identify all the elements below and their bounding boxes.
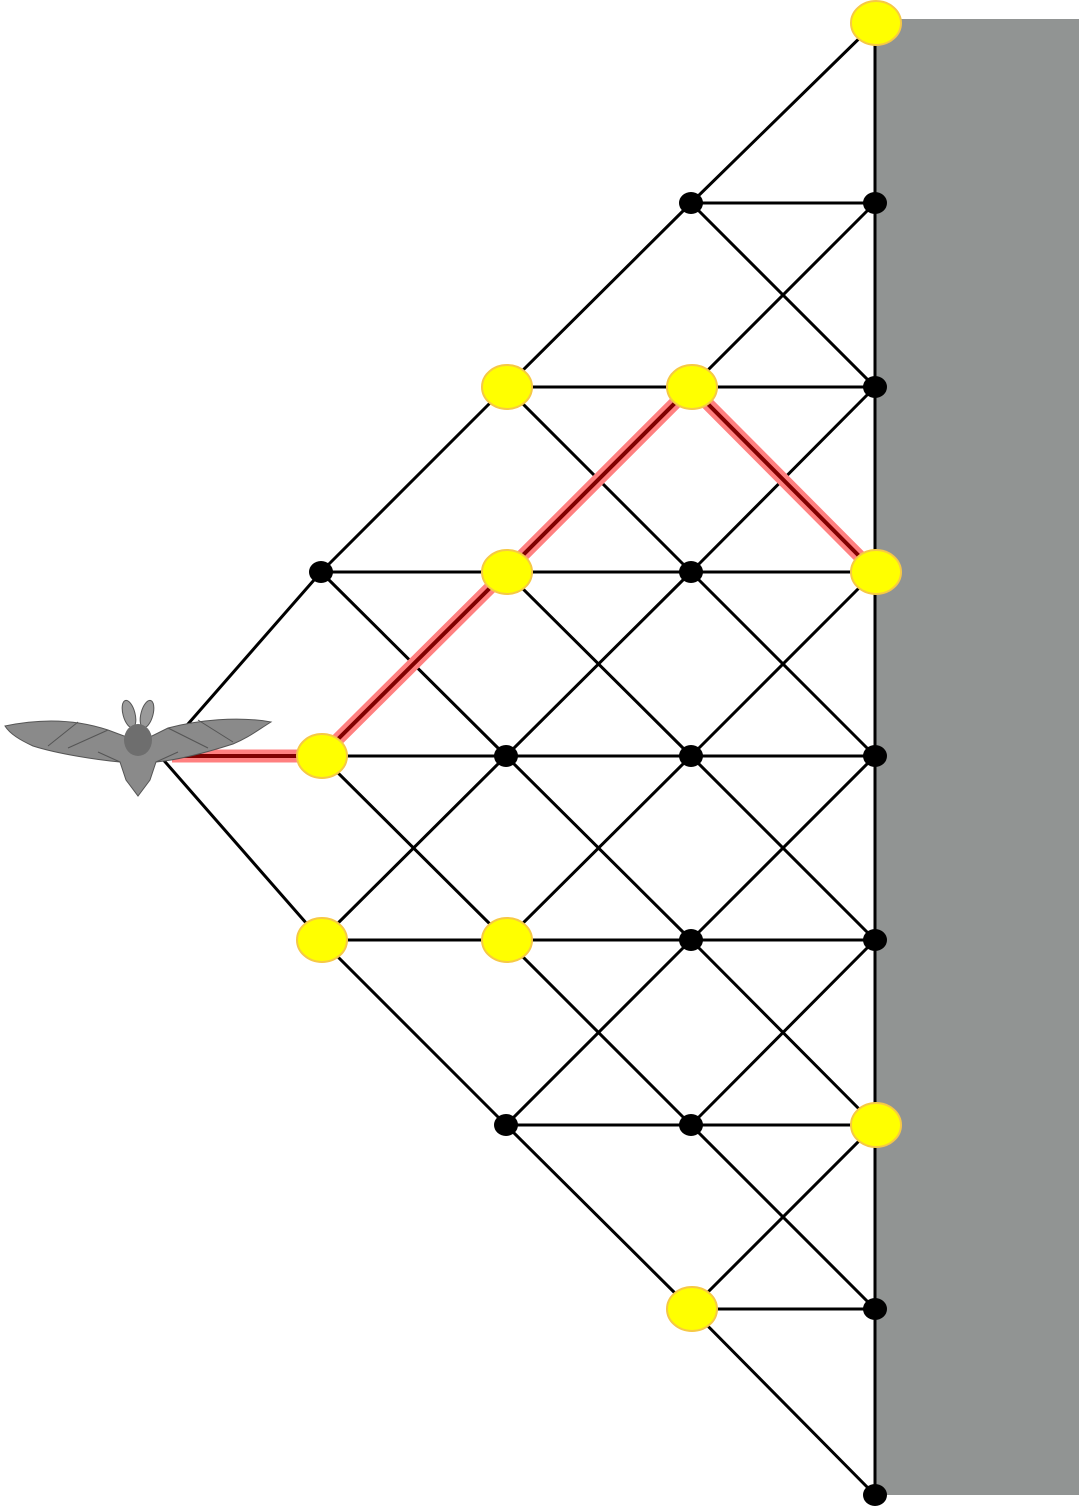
diagonal-edge <box>689 1123 877 1311</box>
diagonal-edge <box>689 570 877 758</box>
diagonal-edge <box>689 201 877 389</box>
lattice-node <box>863 1298 887 1320</box>
wall <box>875 19 1079 1495</box>
diagonal-edge <box>689 21 877 205</box>
lattice-node <box>679 561 703 583</box>
diagonal-edge <box>504 201 693 389</box>
lattice-node <box>679 192 703 214</box>
diagonal-edge <box>504 570 693 758</box>
highlighted-node <box>666 1286 718 1332</box>
highlighted-node <box>296 733 348 779</box>
lattice-edges <box>158 21 877 1497</box>
highlighted-node <box>850 0 902 46</box>
bat-icon <box>4 699 273 797</box>
lattice-node <box>863 1484 887 1506</box>
highlighted-node <box>481 917 533 963</box>
highlighted-node <box>850 1102 902 1148</box>
lattice-node <box>863 192 887 214</box>
diagonal-edge <box>689 938 877 1127</box>
diagonal-edge <box>504 754 693 942</box>
lattice-node <box>679 929 703 951</box>
highlighted-node <box>296 917 348 963</box>
highlighted-node <box>850 549 902 595</box>
lattice-node <box>679 745 703 767</box>
diagonal-edge <box>319 938 508 1127</box>
highlighted-node <box>481 364 533 410</box>
lattice-node <box>863 745 887 767</box>
lattice-node <box>309 561 333 583</box>
diagonal-edge <box>158 755 323 941</box>
lattice-node <box>494 745 518 767</box>
diagonal-edge <box>319 754 508 942</box>
lattice-node <box>494 1114 518 1136</box>
diagonal-edge <box>319 385 508 574</box>
lattice-node <box>679 1114 703 1136</box>
highlighted-node <box>481 549 533 595</box>
diagonal-edge <box>504 1123 693 1311</box>
diagonal-edge <box>689 1307 877 1497</box>
lattice-node <box>863 929 887 951</box>
lattice-nodes <box>296 0 902 1506</box>
diagonal-edge <box>504 938 693 1127</box>
diagonal-edge <box>689 754 877 942</box>
highlighted-node <box>666 364 718 410</box>
lattice-node <box>863 376 887 398</box>
